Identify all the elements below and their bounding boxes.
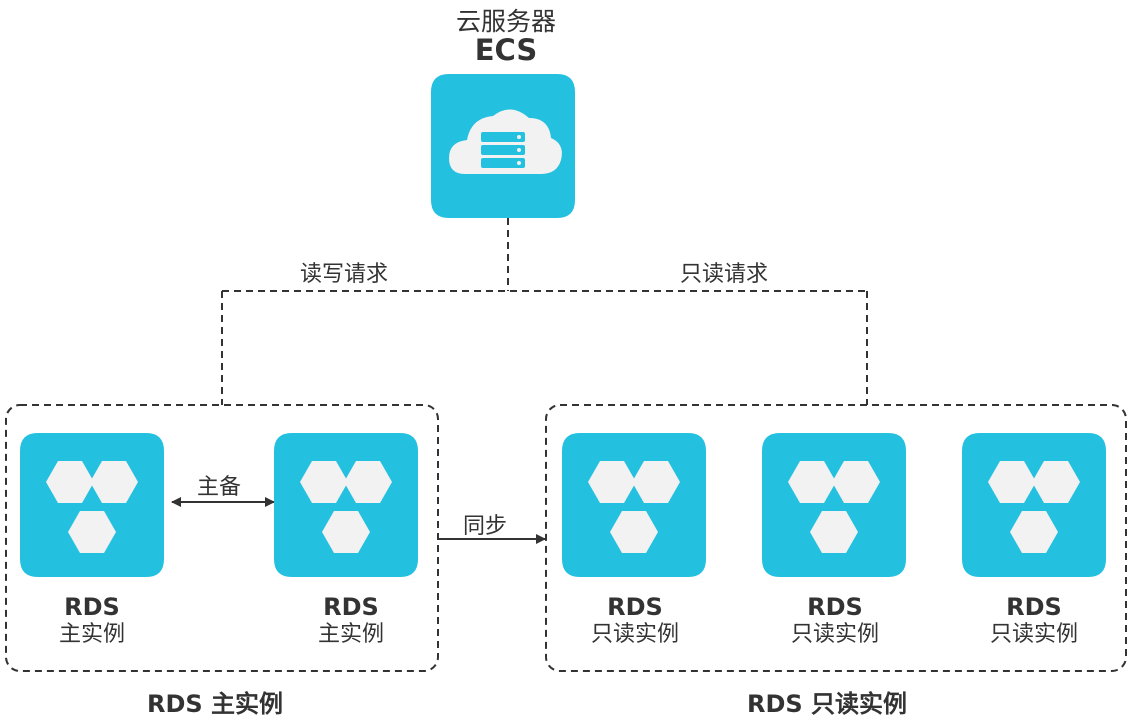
rds-icon bbox=[562, 433, 706, 577]
ecs-title: 云服务器 bbox=[455, 7, 556, 36]
rds-node-name: RDS bbox=[807, 593, 863, 621]
rds-node-label: RDS 只读实例 bbox=[560, 593, 710, 649]
sync-label: 同步 bbox=[463, 514, 508, 539]
rds-node-role: 只读实例 bbox=[989, 622, 1078, 647]
primary-standby-label: 主备 bbox=[197, 475, 242, 500]
rds-node-name: RDS bbox=[607, 593, 663, 621]
rds-node-label: RDS 只读实例 bbox=[760, 593, 910, 649]
rds-node-label: RDS 主实例 bbox=[276, 593, 426, 649]
read-write-request-label: 读写请求 bbox=[300, 262, 389, 287]
readonly-group-box bbox=[545, 404, 1127, 672]
rds-node-name: RDS bbox=[323, 593, 379, 621]
rds-node-label: RDS 只读实例 bbox=[959, 593, 1109, 649]
cloud-server-icon bbox=[431, 74, 575, 218]
primary-group-label: RDS 主实例 bbox=[147, 690, 284, 718]
rds-icon bbox=[20, 433, 164, 577]
read-only-request-label: 只读请求 bbox=[680, 262, 769, 287]
rds-icon bbox=[962, 433, 1106, 577]
rds-node-label: RDS 主实例 bbox=[17, 593, 167, 649]
rds-icon bbox=[762, 433, 906, 577]
rds-node-role: 主实例 bbox=[58, 622, 125, 647]
rds-node-role: 主实例 bbox=[317, 622, 384, 647]
rds-node-role: 只读实例 bbox=[590, 622, 679, 647]
rds-node-role: 只读实例 bbox=[790, 622, 879, 647]
ecs-subtitle: ECS bbox=[474, 33, 538, 67]
rds-node-name: RDS bbox=[1006, 593, 1062, 621]
rds-icon bbox=[274, 433, 418, 577]
rds-node-name: RDS bbox=[64, 593, 120, 621]
readonly-group-label: RDS 只读实例 bbox=[747, 690, 908, 718]
